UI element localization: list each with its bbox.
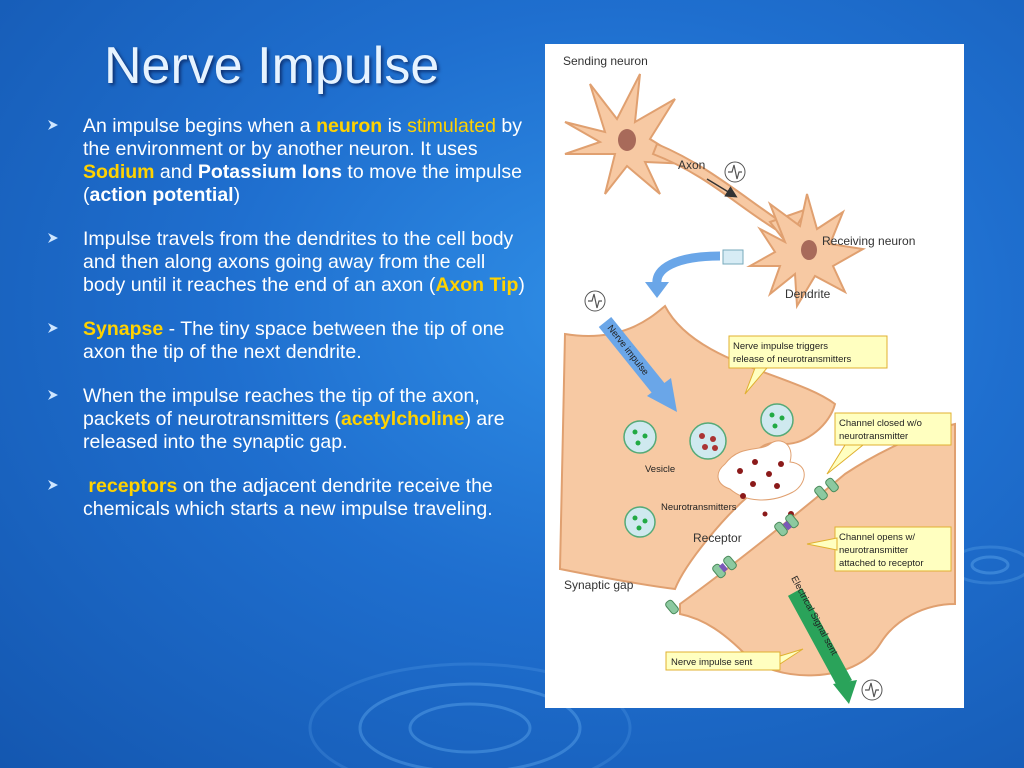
callout-channel-closed: Channel closed w/o neurotransmitter — [826, 412, 952, 475]
vesicle — [689, 422, 727, 460]
callout-triggers: Nerve impulse triggers release of neurot… — [728, 335, 888, 395]
bullet-text: and — [154, 161, 198, 183]
bullet-text: When the impulse reaches the tip of the … — [83, 385, 480, 430]
bullet-text: ) — [518, 274, 525, 296]
bullet-text: Impulse travels from the dendrites to th… — [83, 228, 514, 296]
vesicle — [760, 403, 794, 437]
label-opens-line1: Channel opens w/ — [839, 532, 915, 543]
impulse-icon — [724, 161, 746, 183]
bullet-text: ) are released into the synaptic gap. — [83, 408, 505, 453]
impulse-icon — [861, 679, 883, 701]
keyword-acetylcholine: acetylcholine — [340, 408, 465, 430]
label-closed-line2: neurotransmitter — [839, 431, 908, 442]
bullet-arrow-icon — [48, 390, 58, 400]
bullet-text: ) — [233, 184, 241, 206]
electrical-signal-arrow-head — [833, 680, 857, 704]
releasing-vesicle — [717, 440, 805, 501]
bullet-text: is — [382, 115, 408, 137]
bullet-item: An impulse begins when a neuron is stimu… — [46, 115, 526, 207]
zoom-arrow — [652, 251, 721, 285]
label-axon: Axon — [678, 158, 705, 172]
label-impulse-sent: Nerve impulse sent — [671, 657, 753, 668]
bullet-text: by the environment or by another neuron.… — [83, 115, 522, 160]
keyword-sodium: Sodium — [83, 161, 155, 183]
diagram-canvas: Sending neuron Axon Receiving neuron Den… — [558, 54, 956, 704]
impulse-icon — [584, 290, 606, 312]
bullet-item: receptors on the adjacent dendrite recei… — [46, 475, 526, 521]
receiving-nucleus — [801, 240, 817, 260]
synapse-zoom-box — [722, 249, 744, 265]
nerve-impulse-arrow — [598, 316, 670, 400]
label-sending-neuron: Sending neuron — [563, 54, 648, 68]
bullet-arrow-icon — [48, 120, 58, 130]
label-receiving-neuron: Receiving neuron — [822, 234, 915, 248]
keyword-stimulated: stimulated — [407, 115, 496, 137]
label-vesicle: Vesicle — [645, 464, 675, 475]
keyword-receptors: receptors — [88, 475, 178, 497]
keyword-axon-tip: Axon Tip — [435, 274, 519, 296]
receptor-channel — [665, 477, 839, 615]
label-receptor: Receptor — [693, 531, 742, 545]
label-synaptic-gap: Synaptic gap — [564, 578, 634, 592]
keyword-synapse: Synapse — [83, 318, 164, 340]
bullet-text: An impulse begins when a — [83, 115, 317, 137]
open-channel-marker — [782, 521, 792, 531]
sending-nucleus — [618, 129, 636, 151]
open-channel-marker — [718, 563, 728, 573]
keyword-neuron: neuron — [316, 115, 383, 137]
label-neurotransmitters: Neurotransmitters — [661, 502, 737, 513]
synapse-diagram: Sending neuron Axon Receiving neuron Den… — [545, 44, 964, 708]
neurotransmitters — [737, 459, 794, 517]
axon-pointer-arrow — [706, 178, 738, 198]
callout-impulse-sent: Nerve impulse sent — [665, 648, 804, 671]
nerve-impulse-arrow-head — [647, 378, 677, 412]
bullet-arrow-icon — [48, 233, 58, 243]
slide-title: Nerve Impulse — [104, 37, 440, 95]
bullet-text: on the adjacent dendrite receive the che… — [83, 475, 493, 520]
vesicle — [623, 420, 657, 454]
label-opens-line3: attached to receptor — [839, 558, 924, 569]
bullet-arrow-icon — [48, 323, 58, 333]
callout-channel-opens: Channel opens w/ neurotransmitter attach… — [806, 526, 952, 572]
bullet-item: Synapse - The tiny space between the tip… — [46, 318, 526, 364]
vesicle — [624, 506, 656, 538]
zoom-arrow-head — [645, 282, 669, 298]
keyword-action-potential: action potential — [89, 184, 234, 206]
bullet-text: to move the impulse ( — [83, 161, 522, 206]
bullet-arrow-icon — [48, 480, 58, 490]
label-triggers-line1: Nerve impulse triggers — [733, 341, 828, 352]
keyword-potassium-ions: Potassium Ions — [197, 161, 342, 183]
bullet-item: Impulse travels from the dendrites to th… — [46, 228, 526, 297]
electrical-signal-arrow — [787, 588, 853, 688]
bullet-text: - The tiny space between the tip of one … — [83, 318, 505, 363]
label-closed-line1: Channel closed w/o — [839, 418, 922, 429]
bullet-item: When the impulse reaches the tip of the … — [46, 385, 526, 454]
label-dendrite: Dendrite — [785, 287, 831, 301]
bullet-list: An impulse begins when a neuron is stimu… — [46, 115, 526, 542]
label-opens-line2: neurotransmitter — [839, 545, 908, 556]
label-triggers-line2: release of neurotransmitters — [733, 354, 852, 365]
